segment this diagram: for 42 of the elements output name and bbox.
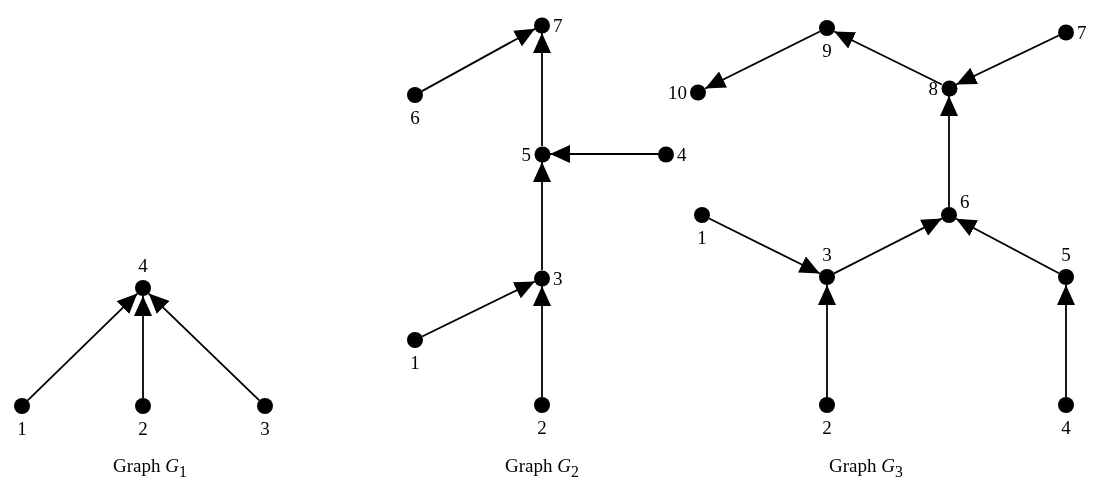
arrow [134, 295, 152, 399]
arrow [421, 280, 536, 338]
vertex-number: 6 [410, 108, 420, 127]
arrow [549, 145, 659, 163]
arrow [421, 27, 536, 93]
vertex-number: 3 [822, 245, 832, 264]
arrow [147, 292, 261, 402]
arrow [955, 217, 1060, 275]
arrow [533, 285, 551, 398]
arrow [818, 284, 836, 398]
arrow [533, 161, 551, 271]
vertex-number: 4 [138, 256, 148, 275]
vertex-number: 2 [138, 419, 148, 438]
vertex-number: 7 [1077, 22, 1087, 42]
arrow [833, 217, 943, 275]
vertex-number: 4 [1061, 418, 1071, 437]
graph-caption: Graph G$_{1}$ [113, 455, 187, 482]
vertex-number: 5 [521, 144, 531, 164]
vertex-number: 2 [537, 418, 547, 437]
vertex-number: 4 [677, 144, 687, 164]
vertex-number: 1 [410, 353, 420, 372]
graph-caption: Graph G$_{3}$ [829, 455, 903, 482]
arrow [533, 32, 551, 147]
vertex-number: 1 [697, 228, 707, 247]
arrow [833, 30, 943, 86]
vertex-number: 9 [822, 41, 832, 60]
arrow [708, 217, 821, 275]
vertex-number: 3 [260, 419, 270, 438]
arrow [704, 30, 821, 90]
arrow [1057, 284, 1075, 398]
vertex-number: 3 [553, 268, 563, 288]
vertex-number: 1 [17, 419, 27, 438]
arrow [955, 34, 1060, 86]
vertex-number: 10 [668, 82, 687, 102]
vertex-number: 5 [1061, 245, 1071, 264]
vertex-number: 7 [553, 15, 563, 35]
vertex-number: 6 [960, 192, 970, 211]
arrow [26, 292, 139, 402]
arrow [940, 95, 958, 208]
vertex-number: 8 [928, 78, 938, 98]
graph-caption: Graph G$_{2}$ [505, 455, 579, 482]
vertex-number: 2 [822, 418, 832, 437]
